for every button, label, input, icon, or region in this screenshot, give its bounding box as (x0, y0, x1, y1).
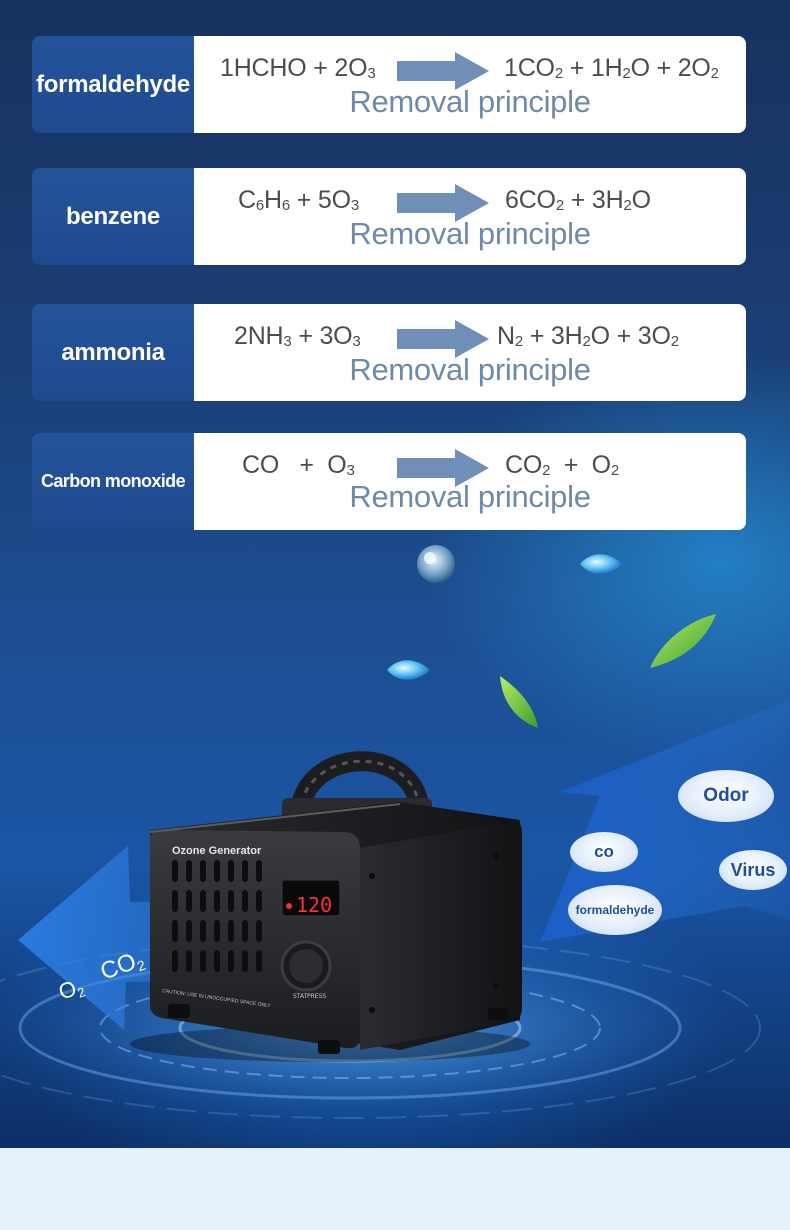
equation-reactants: C6H6 + 5O3 (238, 186, 360, 214)
reaction-arrow-icon (397, 184, 489, 222)
reaction-arrow-icon (397, 52, 489, 90)
equation-products: N2 + 3H2O + 3O2 (497, 322, 679, 350)
reaction-row-formaldehyde: formaldehyde 1HCHO + 2O3 1CO2 + 1H2O + 2… (32, 36, 746, 133)
reaction-arrow-icon (397, 320, 489, 358)
device-display: 120 (296, 893, 332, 917)
pollutant-label: formaldehyde (32, 36, 194, 133)
reaction-row-benzene: benzene C6H6 + 5O3 6CO2 + 3H2O Removal p… (32, 168, 746, 265)
equation-panel: 1HCHO + 2O3 1CO2 + 1H2O + 2O2 Removal pr… (194, 36, 746, 133)
pollutant-label: Carbon monoxide (32, 433, 194, 530)
pollutant-label: ammonia (32, 304, 194, 401)
removal-principle-caption: Removal principle (349, 84, 591, 119)
svg-text:STAT: STAT (293, 993, 308, 1000)
hero-background: formaldehyde 1HCHO + 2O3 1CO2 + 1H2O + 2… (0, 0, 790, 1148)
pollutant-bubble-formaldehyde: formaldehyde (568, 885, 662, 935)
equation-panel: C6H6 + 5O3 6CO2 + 3H2O Removal principle (194, 168, 746, 265)
pollutant-bubble-virus: Virus (719, 850, 787, 890)
equation-panel: 2NH3 + 3O3 N2 + 3H2O + 3O2 Removal princ… (194, 304, 746, 401)
ozone-generator-illustration: 120 STAT PRESS Ozone Generator CAUTION: … (0, 545, 790, 1125)
device-title: Ozone Generator (172, 845, 262, 857)
pollutant-label: benzene (32, 168, 194, 265)
equation-panel: CO + O3 CO2 + O2 Removal principle (194, 433, 746, 530)
equation-reactants: 2NH3 + 3O3 (234, 322, 361, 350)
pollutant-bubble-co: co (570, 832, 638, 872)
equation-reactants: CO + O3 (242, 451, 355, 479)
equation-products: 6CO2 + 3H2O (505, 186, 651, 214)
reaction-row-ammonia: ammonia 2NH3 + 3O3 N2 + 3H2O + 3O2 Remov… (32, 304, 746, 401)
svg-text:PRESS: PRESS (307, 993, 326, 1000)
equation-products: CO2 + O2 (505, 451, 620, 479)
reaction-arrow-icon (397, 449, 489, 487)
removal-principle-caption: Removal principle (349, 352, 591, 387)
equation-reactants: 1HCHO + 2O3 (220, 54, 376, 82)
bottom-band (0, 1148, 790, 1230)
removal-principle-caption: Removal principle (349, 216, 591, 251)
reaction-row-carbon-monoxide: Carbon monoxide CO + O3 CO2 + O2 Removal… (32, 433, 746, 530)
equation-products: 1CO2 + 1H2O + 2O2 (504, 54, 719, 82)
removal-principle-caption: Removal principle (349, 479, 591, 514)
pollutant-bubble-odor: Odor (678, 770, 774, 822)
